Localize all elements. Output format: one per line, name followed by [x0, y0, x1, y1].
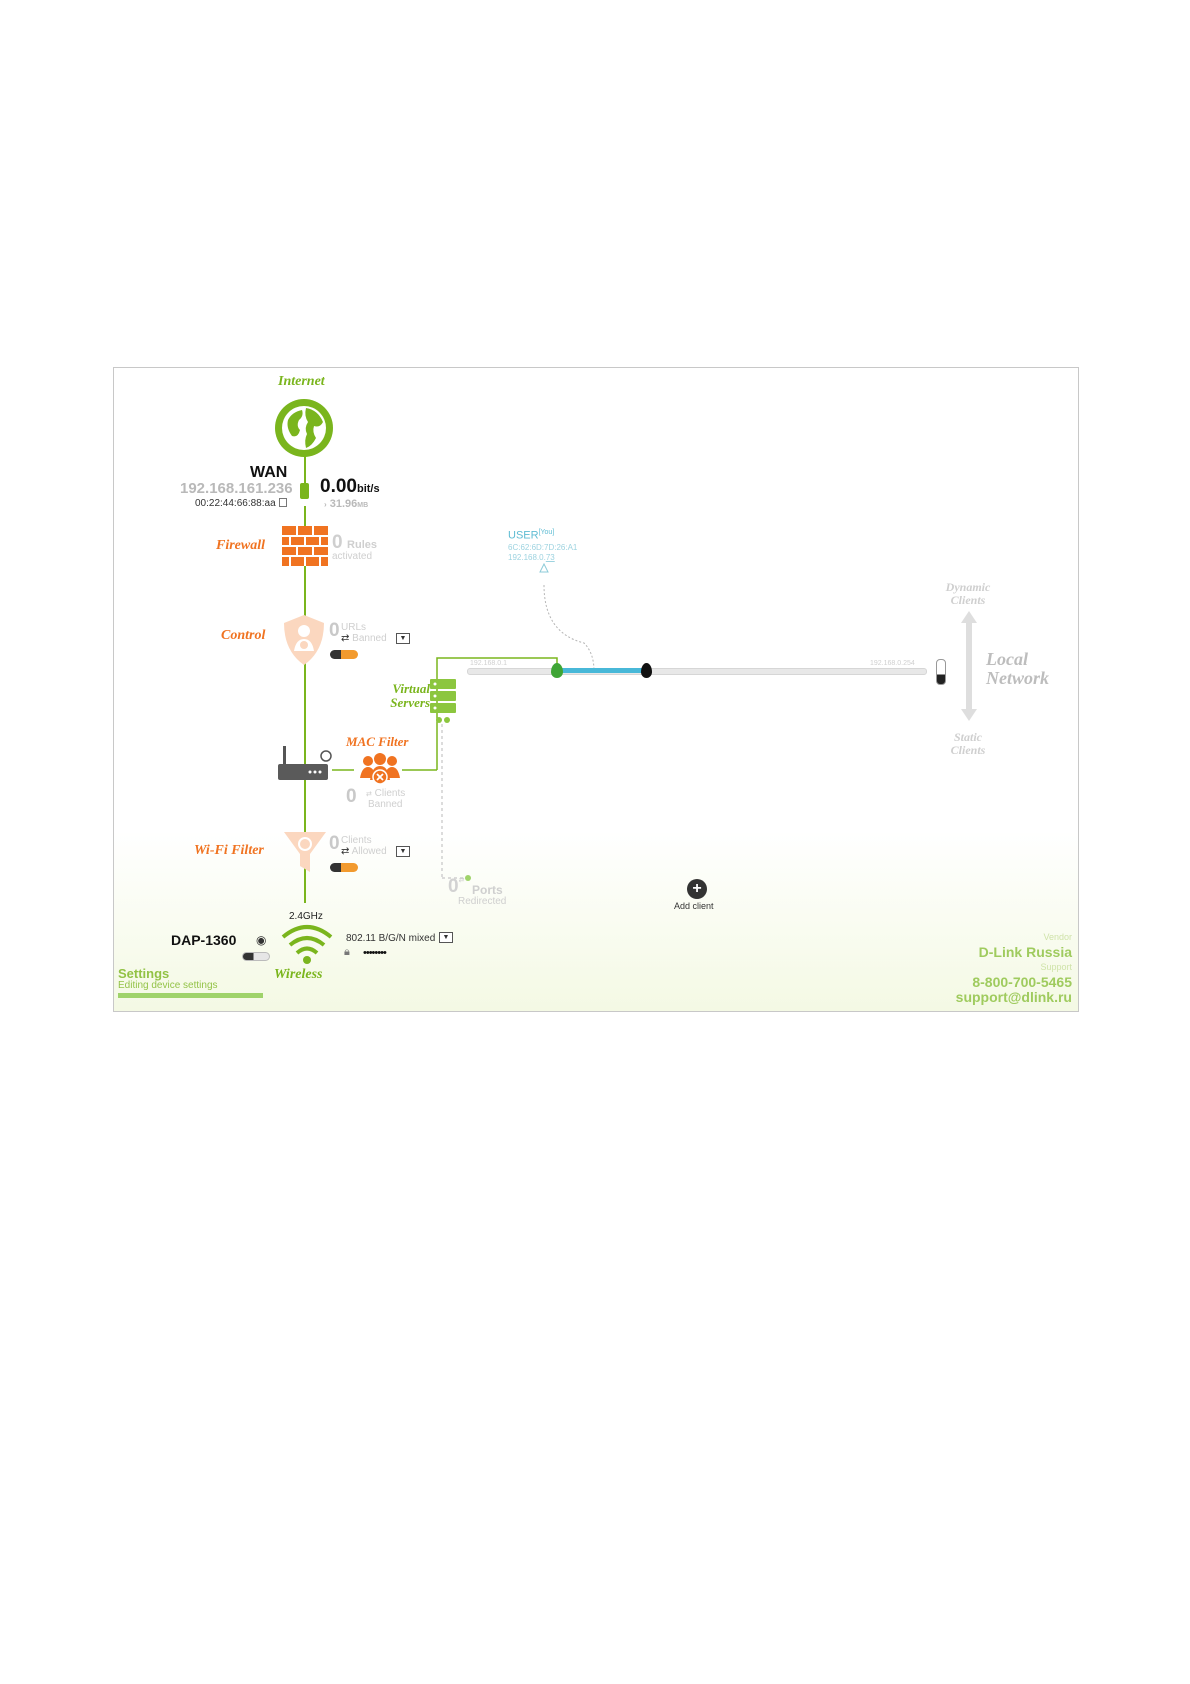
wan-traffic-unit: MB [357, 502, 369, 509]
internet-label: Internet [278, 374, 325, 389]
funnel-icon[interactable] [282, 830, 328, 879]
wireless-password[interactable]: •••••••• [363, 947, 387, 959]
globe-icon[interactable] [274, 398, 334, 463]
brick-wall-icon[interactable] [282, 526, 328, 571]
arrows-icon: ⇄ [341, 846, 350, 857]
vendor-name: D-Link Russia [978, 944, 1072, 960]
wifi-filter-toggle[interactable] [330, 863, 358, 872]
wireless-band: 2.4GHz [289, 911, 323, 922]
wan-speed: 0.00bit/s [320, 476, 380, 498]
gateway-marker-icon[interactable] [551, 663, 563, 678]
vendor-info: Vendor D-Link Russia Support 8-800-700-5… [956, 930, 1072, 1005]
lan-range-start: 192.168.0.1 [470, 660, 507, 667]
lock-icon: 🔒︎ [344, 946, 350, 958]
control-dropdown[interactable]: ▼ [396, 633, 410, 644]
settings-progress-bar [118, 993, 263, 998]
mac-filter-stats: 0 [346, 786, 357, 808]
control-label: Control [221, 628, 266, 643]
mac-filter-label: MAC Filter [346, 734, 409, 749]
wireless-ssid: DAP-1360 [171, 932, 237, 948]
wifi-icon[interactable] [280, 923, 334, 970]
settings-subtitle: Editing device settings [118, 980, 218, 991]
wifi-filter-stats: 0 [329, 833, 340, 855]
eye-icon[interactable]: ◉ [256, 933, 267, 947]
add-client-label[interactable]: Add client [674, 901, 714, 911]
wan-label: WAN [250, 464, 288, 481]
user-label[interactable]: USER[You] [508, 529, 554, 542]
settings-title[interactable]: Settings [118, 966, 170, 981]
ports-status: Redirected [458, 896, 507, 907]
wan-mac: 00:22:44:66:88:aa [195, 498, 276, 509]
firewall-stats: 0 Rules [332, 532, 377, 554]
wifi-filter-dropdown[interactable]: ▼ [396, 846, 410, 857]
wan-traffic: › 31.96MB [324, 498, 369, 510]
wireless-label: Wireless [274, 967, 323, 982]
lan-address-bar[interactable] [467, 668, 927, 675]
control-stats: 0 [329, 620, 340, 642]
wan-ip: 192.168.161.236 [180, 480, 293, 497]
control-count: 0 [329, 620, 340, 641]
user-mac: 6C:62:6D:7D:26:A1 [508, 543, 578, 552]
user-tag: [You] [538, 529, 555, 536]
ports-unit: Ports [472, 883, 503, 897]
mac-filter-status: Banned [368, 799, 403, 810]
parental-shield-icon[interactable] [282, 613, 326, 672]
user-ip: 192.168.0.73 [508, 553, 555, 562]
lan-scroll-handle[interactable] [936, 659, 946, 685]
wifi-filter-status: ⇄ Allowed [341, 846, 387, 857]
support-phone: 8-800-700-5465 [972, 974, 1072, 990]
wan-link-icon [300, 483, 309, 499]
firewall-unit: Rules [347, 539, 377, 551]
support-email[interactable]: support@dlink.ru [955, 989, 1072, 1005]
firewall-status: activated [332, 551, 373, 562]
user-name: USER [508, 529, 539, 542]
wifi-filter-unit: Clients [341, 835, 372, 846]
user-marker-icon[interactable] [641, 663, 652, 678]
server-icon[interactable] [428, 679, 458, 730]
network-map-panel: Internet WAN 192.168.161.236 00:22:44:66… [113, 367, 1079, 1012]
control-toggle[interactable] [330, 650, 358, 659]
mac-filter-count: 0 [346, 786, 357, 807]
wifi-filter-label: Wi-Fi Filter [194, 843, 264, 858]
wan-speed-unit: bit/s [356, 483, 380, 495]
mac-filter-users-icon[interactable] [358, 752, 402, 791]
wifi-filter-count: 0 [329, 833, 340, 854]
support-label: Support [1040, 962, 1072, 972]
control-status: ⇄ Banned [341, 633, 387, 644]
arrows-icon: ⇄ [341, 633, 350, 644]
wireless-mode: 802.11 B/G/N mixed [346, 933, 436, 944]
control-unit: URLs [341, 622, 367, 633]
ports-count: 0 [448, 876, 459, 897]
firewall-count: 0 [332, 532, 343, 553]
copy-icon[interactable] [279, 498, 287, 507]
wireless-toggle[interactable] [242, 952, 270, 961]
wan-traffic-value: 31.96 [329, 498, 358, 510]
add-client-button[interactable]: + [687, 879, 707, 899]
router-icon[interactable] [278, 746, 334, 791]
firewall-label: Firewall [216, 538, 266, 553]
lan-range-end: 192.168.0.254 [870, 660, 915, 667]
mac-filter-unit: ⇄ Clients [366, 788, 406, 799]
lan-used-range [557, 668, 645, 673]
wan-speed-value: 0.00 [320, 476, 357, 497]
wireless-mode-dropdown[interactable]: ▼ [439, 932, 453, 943]
up-down-arrow-icon [961, 611, 977, 726]
ports-stats: 0⇄ [448, 876, 465, 897]
vendor-label: Vendor [1043, 932, 1072, 942]
